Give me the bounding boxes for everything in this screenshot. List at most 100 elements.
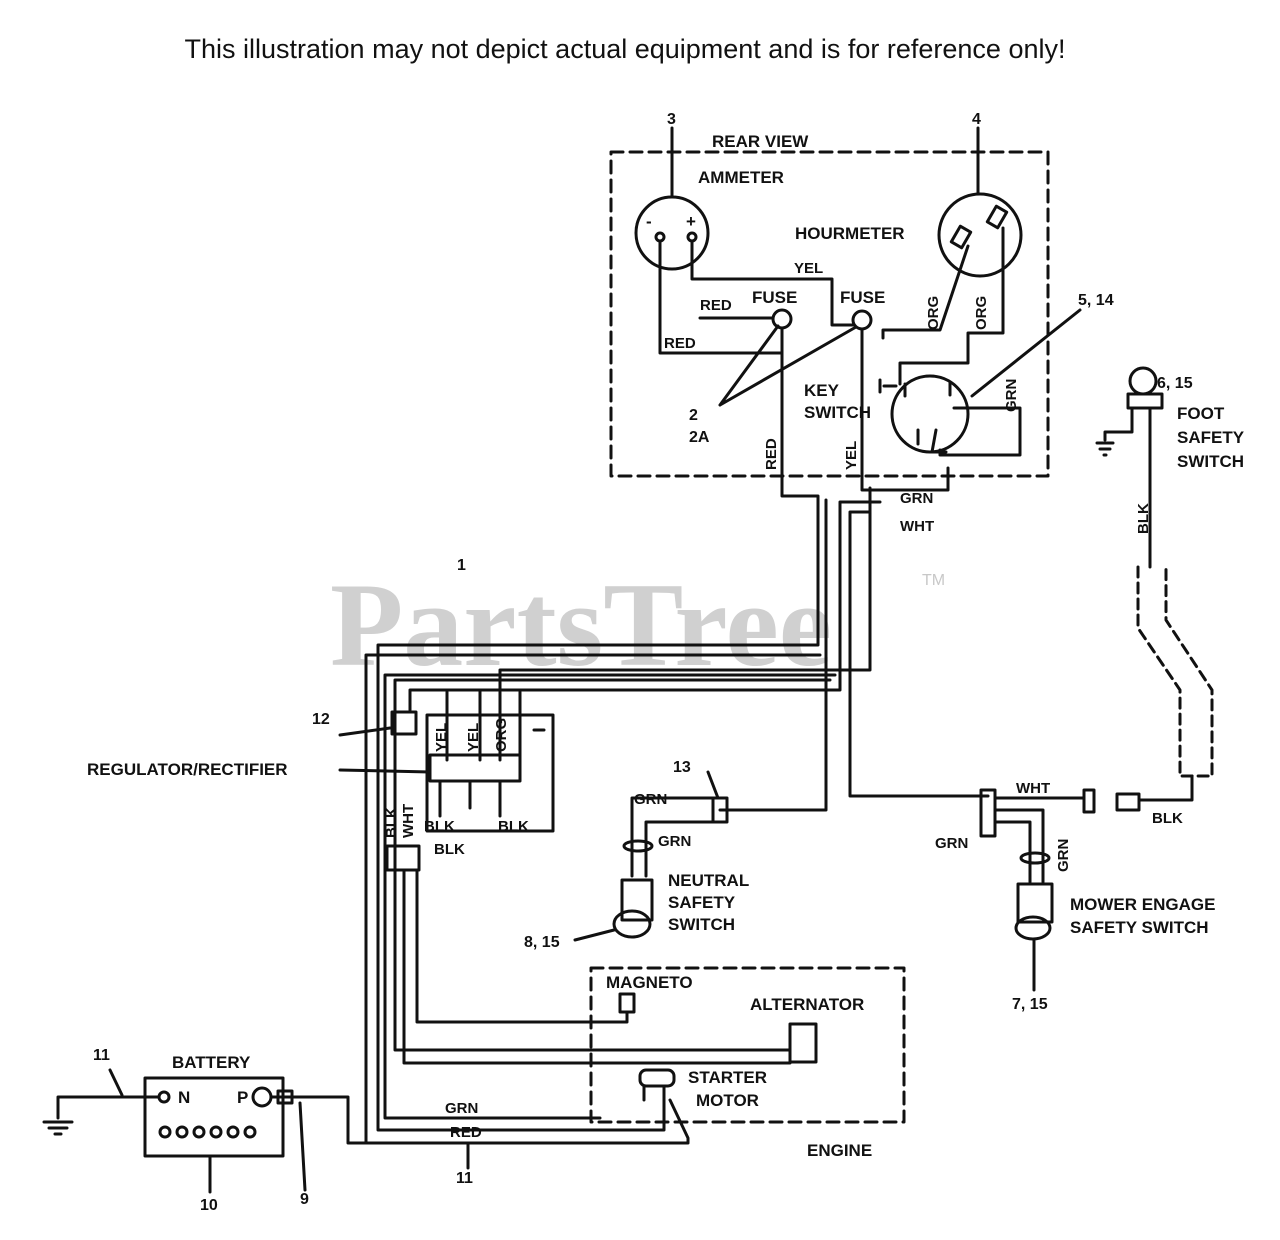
connector-13 [711,796,729,824]
leader-13 [706,770,720,800]
label-battery-p: P [237,1088,248,1107]
wire-label-blk-right: BLK [1152,810,1183,827]
wire-label-red-bottom: RED [450,1124,482,1141]
label-neutral-1: NEUTRAL [668,871,749,890]
key-switch-body [890,374,970,454]
wire-grn-trunk [408,500,882,712]
neutral-switch-body [620,878,654,922]
label-engine: ENGINE [807,1141,872,1160]
label-ammeter-minus: - [646,212,652,231]
wire-grn-key [938,406,1022,457]
starter-solenoid [638,1068,676,1088]
wire-label-grn-right: GRN [935,835,968,852]
wire-yel-ammeter-to-fuse [690,239,855,327]
wire-grn-mower-loop [993,808,1045,884]
wire-label-reg-wht: WHT [400,804,417,838]
callout-10: 10 [200,1197,218,1214]
label-rear-view: REAR VIEW [712,132,809,151]
wire-label-yel-top: YEL [794,260,823,277]
callout-8-15: 8, 15 [524,934,560,951]
leader-8-15 [573,928,616,942]
battery-clamp-9 [276,1089,294,1105]
starter-posts [642,1084,666,1102]
wire-label-reg-blk-4: BLK [434,841,465,858]
wire-red-main [376,326,820,1132]
label-alternator: ALTERNATOR [750,995,864,1014]
connector-12 [390,710,418,736]
label-battery: BATTERY [172,1053,251,1072]
label-ammeter: AMMETER [698,168,784,187]
wire-label-yel-vertical: YEL [843,441,860,470]
hourmeter-terminal-1 [949,224,973,250]
callout-5-14: 5, 14 [1078,292,1114,309]
callout-11-bottom: 11 [456,1170,473,1187]
leader-9 [298,1101,307,1192]
regulator-leads-top [445,688,546,762]
label-ammeter-plus: + [686,212,696,231]
watermark-trademark: TM [922,572,945,589]
label-foot-3: SWITCH [1177,452,1244,471]
leader-5-14 [970,308,1082,398]
foot-switch-ground [1095,406,1134,457]
wire-label-blk-foot: BLK [1135,503,1152,534]
callout-3: 3 [667,111,676,128]
wire-org-2 [898,226,1005,386]
label-hourmeter: HOURMETER [795,224,905,243]
callout-12: 12 [312,711,330,728]
wire-label-reg-blk-2: BLK [424,818,455,835]
foot-switch-dashed-harness [1136,565,1214,778]
battery-positive-cable [269,1095,368,1145]
alternator-plug [788,1022,818,1064]
label-mower-1: MOWER ENGAGE [1070,895,1215,914]
wire-org-1 [881,244,970,340]
neutral-switch-plunger [612,909,652,939]
connector-lower [385,844,421,872]
fuse-left-symbol [771,308,793,330]
engine-panel [589,966,906,1124]
wire-label-org-1: ORG [925,296,942,330]
label-starter-motor: MOTOR [696,1091,759,1110]
rear-view-panel [609,150,1050,478]
callout-9: 9 [300,1191,309,1208]
callout-13: 13 [673,759,691,776]
wire-label-reg-org: ORG [493,718,510,752]
hourmeter-terminal-2 [985,204,1009,230]
battery-case [143,1076,285,1158]
connector-foot-2 [1115,792,1141,812]
mower-switch-plunger [1014,915,1052,941]
label-magneto: MAGNETO [606,973,693,992]
battery-ground-cable [42,1095,161,1136]
wire-label-wht-right: WHT [1016,780,1050,797]
regulator-leads-bottom [438,779,502,818]
label-foot-1: FOOT [1177,404,1225,423]
ammeter-gauge [634,195,710,271]
foot-switch-plunger [1128,366,1158,396]
wire-label-red-ammeter: RED [700,297,732,314]
wire-yel-key [860,327,950,492]
callout-6-15: 6, 15 [1157,375,1193,392]
wire-label-reg-yel-2: YEL [465,723,482,752]
mower-clip [1019,851,1051,865]
hourmeter-gauge [937,192,1023,278]
wire-red-outer [364,653,822,1145]
wire-label-wht-mid: WHT [900,518,934,535]
label-fuse-right: FUSE [840,288,885,307]
leader-11-left [108,1068,124,1097]
magneto-terminal [618,992,636,1014]
wire-grn-starter [383,673,837,1120]
leader-2 [718,324,858,407]
wire-wht-trunk [848,510,990,798]
neutral-clip [622,839,654,853]
callout-2a: 2A [689,429,710,446]
wire-label-red-vertical: RED [763,438,780,470]
callout-11-left: 11 [93,1047,110,1064]
callout-1: 1 [457,557,466,574]
label-foot-2: SAFETY [1177,428,1245,447]
label-key: KEY [804,381,840,400]
battery-p-terminal [251,1086,273,1108]
callout-2: 2 [689,407,698,424]
label-regulator: REGULATOR/RECTIFIER [87,760,288,779]
wire-grn-neutral [718,498,828,812]
wire-label-reg-blk-1: BLK [383,807,400,838]
